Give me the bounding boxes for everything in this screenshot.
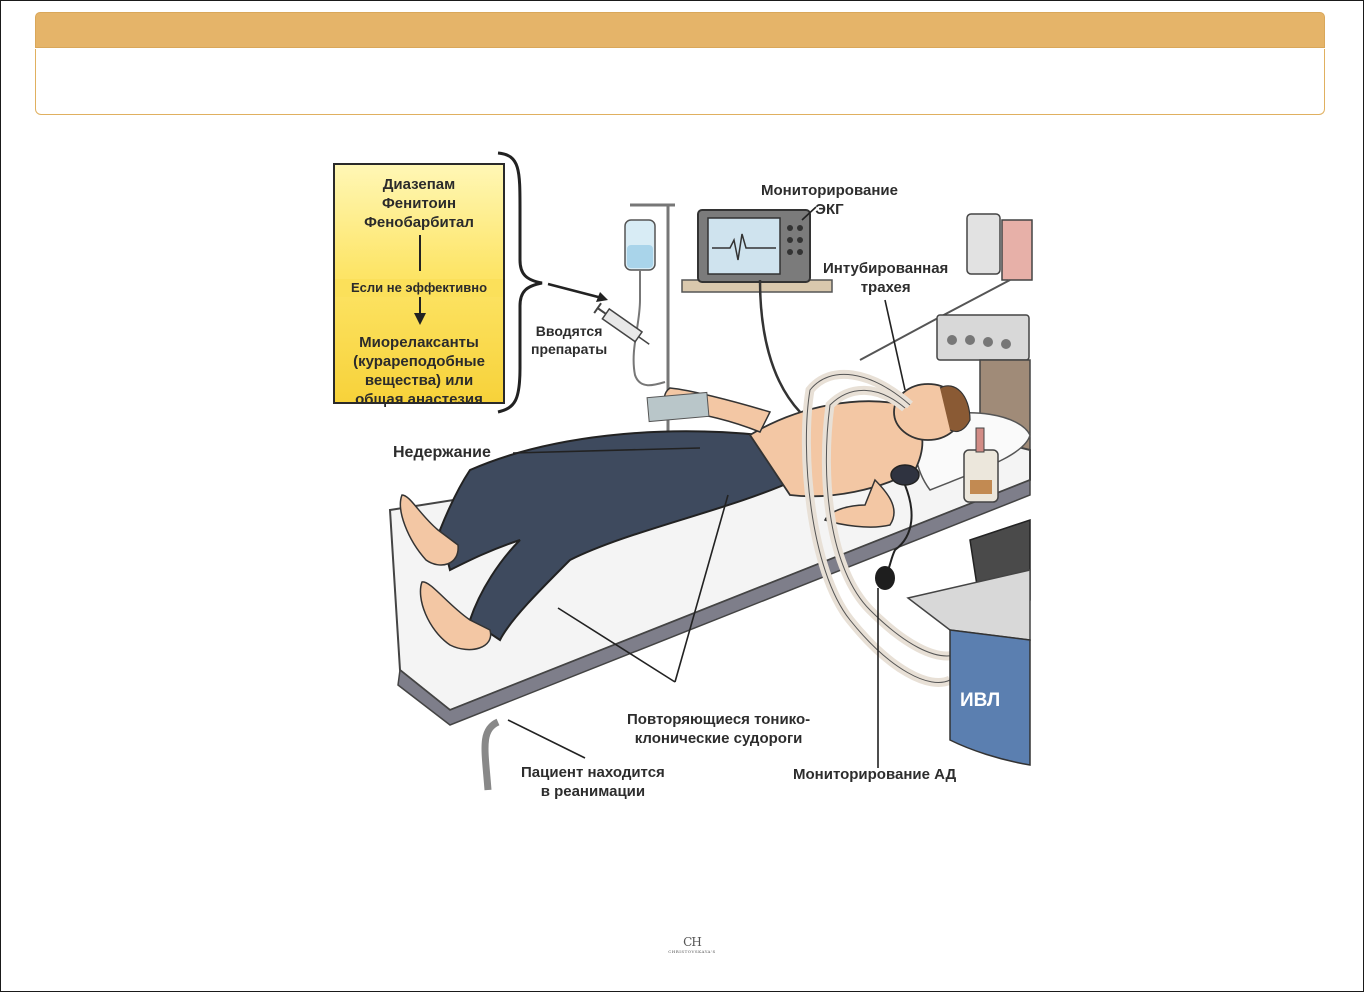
flow-arrow	[414, 235, 426, 325]
label-ventilator: ИВЛ	[960, 690, 1001, 711]
bed-leg	[481, 718, 500, 791]
logo-name: CHRISTOVSKAYA'S	[668, 949, 716, 954]
first-line-drugs: Диазепам Фенитоин Фенобарбитал	[335, 175, 503, 232]
syringe	[593, 302, 650, 345]
label-line: ЭКГ	[815, 201, 844, 218]
bp-bulb	[875, 566, 895, 590]
label-line: Пациент находится	[521, 764, 665, 781]
jeans	[438, 430, 797, 642]
alt-line-3: вещества) или	[364, 372, 474, 389]
alt-line-2: (курареподобные	[353, 353, 485, 370]
ineffective-condition: Если не эффективно	[335, 279, 503, 297]
ventilator-body	[949, 629, 1031, 766]
alt-line-4: общая анастезия	[355, 391, 483, 408]
arm-right	[823, 478, 895, 528]
status-epilepticus-illustration: Диазепам Фенитоин Фенобарбитал Если не э…	[330, 150, 1035, 800]
label-line: препараты	[531, 341, 608, 357]
label-line: Интубированная	[823, 260, 949, 277]
label-ecg-monitoring: Мониторирование ЭКГ	[761, 181, 898, 219]
second-line-options: Миорелаксанты (курареподобные вещества) …	[335, 333, 503, 409]
label-bp-monitoring: Мониторирование АД	[793, 766, 957, 783]
label-line: Мониторирование	[761, 182, 898, 199]
arrow-to-syringe	[547, 282, 603, 300]
illustration-drawing	[388, 151, 1033, 791]
drug-diazepam: Диазепам	[382, 176, 456, 193]
label-line: Повторяющиеся тонико-	[627, 711, 811, 728]
bp-cuff	[890, 464, 920, 486]
logo-monogram: CH	[683, 935, 702, 949]
drug-phenytoin: Фенитоин	[381, 195, 457, 212]
subtitle-box	[35, 49, 1325, 115]
bed-frame	[397, 478, 1031, 726]
foot-lower	[419, 581, 492, 651]
arrow-head	[596, 292, 608, 302]
label-line: трахея	[860, 279, 911, 296]
ecg-trace	[712, 233, 776, 261]
label-icu: Пациент находится в реанимации	[521, 763, 665, 801]
humidifier	[963, 449, 999, 503]
label-line: в реанимации	[540, 783, 646, 800]
brace	[497, 151, 543, 414]
label-line: Вводятся	[535, 323, 603, 339]
label-incontinence: Недержание	[393, 444, 491, 461]
label-drugs-administered: Вводятся препараты	[531, 322, 607, 358]
label-intubated-trachea: Интубированная трахея	[823, 259, 948, 297]
label-line: клонические судороги	[634, 730, 803, 747]
label-seizures: Повторяющиеся тонико- клонические судоро…	[627, 710, 810, 748]
title-bar	[35, 12, 1325, 48]
alt-line-1: Миорелаксанты	[359, 334, 479, 351]
drug-protocol-box: Диазепам Фенитоин Фенобарбитал Если не э…	[333, 163, 505, 408]
wall-panel	[966, 213, 1001, 275]
logo: CH CHRISTOVSKAYA'S	[662, 935, 722, 954]
foot-upper	[399, 494, 459, 566]
drug-phenobarbital: Фенобарбитал	[364, 214, 474, 231]
